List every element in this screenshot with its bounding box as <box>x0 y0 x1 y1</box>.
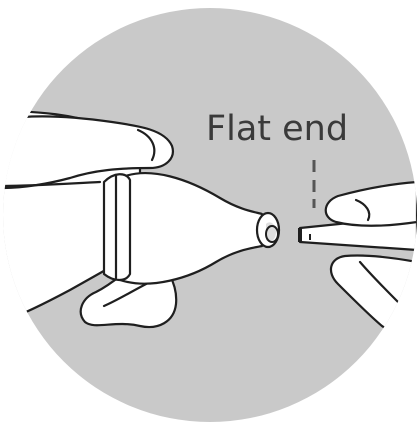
flat-end-label: Flat end <box>206 109 348 149</box>
right-hand <box>298 180 417 332</box>
earbud-tip <box>102 172 281 285</box>
